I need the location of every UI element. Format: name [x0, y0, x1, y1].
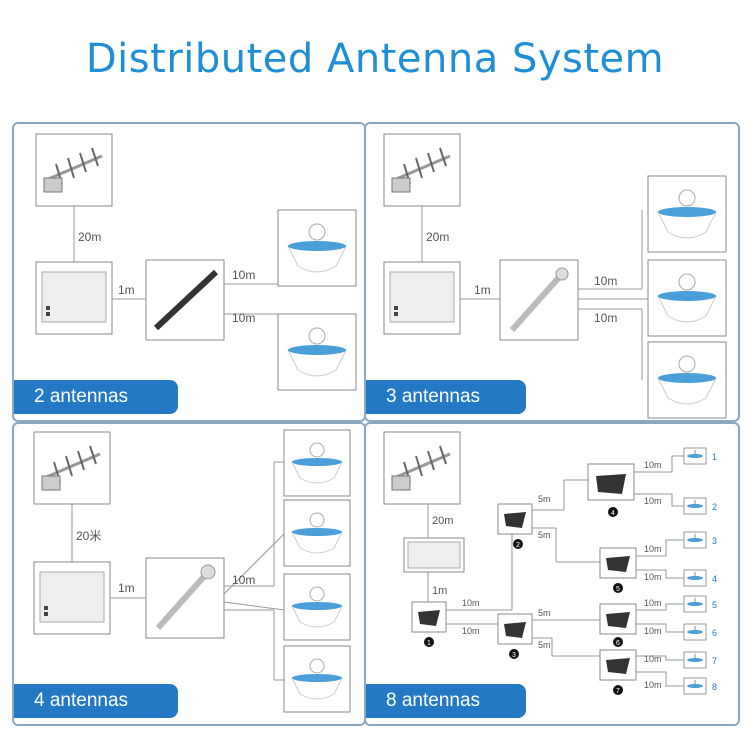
cable-branch-label: 10m	[644, 496, 662, 506]
ceiling-antenna-icon	[647, 175, 727, 253]
ceiling-antenna-icon	[283, 499, 351, 567]
outdoor-antenna-icon	[383, 431, 461, 505]
cable-branch-label: 10m	[232, 573, 255, 587]
cable-branch-label: 10m	[644, 680, 662, 690]
ceiling-antenna-icon	[683, 595, 707, 613]
cable-branch-label: 10m	[644, 572, 662, 582]
cable-outdoor-label: 20m	[432, 515, 453, 527]
cable-branch-label-2: 10m	[594, 311, 617, 325]
antenna-number: 5	[712, 600, 717, 610]
splitter-icon	[145, 259, 225, 341]
diagram-8-antennas: 20m 1m 10m 10m	[383, 431, 717, 695]
splitter-number: 3	[512, 652, 516, 659]
outdoor-antenna-icon	[35, 133, 113, 207]
splitter-number: 6	[616, 640, 620, 647]
splitter-number-marker: 5	[613, 583, 623, 593]
splitter-number-marker: 2	[513, 539, 523, 549]
outdoor-antenna-icon	[383, 133, 461, 207]
ceiling-antenna-icon	[683, 569, 707, 587]
ceiling-antenna-icon	[683, 677, 707, 695]
splitter-number: 4	[611, 510, 615, 517]
cable-trunk-label-1: 10m	[462, 598, 480, 608]
antenna-group: 1 2 3 4 5 6 7 8	[683, 447, 717, 695]
cable-branch-label: 10m	[644, 654, 662, 664]
cable-branch-label-1: 10m	[594, 274, 617, 288]
diagram-2-antennas: 20m 1m 10m 10m	[35, 133, 357, 391]
splitter-icon	[499, 259, 579, 341]
panel-4-antennas: 20米 1m 10m	[12, 422, 366, 726]
cable-mid-label-2: 5m	[538, 530, 551, 540]
ceiling-antenna-icon	[683, 447, 707, 465]
splitter-1-icon	[411, 601, 447, 633]
cable-branch-label: 10m	[644, 626, 662, 636]
cable-mid-label-3: 5m	[538, 608, 551, 618]
antenna-number: 2	[712, 502, 717, 512]
cable-branch-label-2: 10m	[232, 311, 255, 325]
splitter-4-icon	[587, 463, 635, 501]
splitter-number-marker: 1	[424, 637, 434, 647]
ceiling-antenna-icon	[683, 623, 707, 641]
splitter-number: 7	[616, 688, 620, 695]
splitter-5-icon	[599, 547, 637, 579]
diagram-3-antennas: 20m 1m 10m 10m	[383, 133, 727, 419]
cable-branch-label: 10m	[644, 544, 662, 554]
outdoor-antenna-icon	[33, 431, 111, 505]
repeater-icon	[383, 261, 461, 335]
panel-3-antennas: 20m 1m 10m 10m	[364, 122, 740, 422]
antenna-count-badge: 2 antennas	[14, 380, 178, 414]
antenna-count-badge: 3 antennas	[366, 380, 526, 414]
ceiling-antenna-icon	[647, 341, 727, 419]
repeater-icon	[35, 261, 113, 335]
cable-outdoor-label: 20m	[426, 230, 449, 244]
splitter-number: 5	[616, 586, 620, 593]
splitter-number-marker: 6	[613, 637, 623, 647]
ceiling-antenna-icon	[283, 645, 351, 713]
antenna-count-badge: 4 antennas	[14, 684, 178, 718]
splitter-7-icon	[599, 649, 637, 681]
splitter-number: 2	[516, 542, 520, 549]
repeater-icon	[403, 537, 465, 573]
antenna-number: 8	[712, 682, 717, 692]
cable-branch-label-1: 10m	[232, 268, 255, 282]
antenna-number: 7	[712, 656, 717, 666]
antenna-number: 1	[712, 452, 717, 462]
splitter-3-icon	[497, 613, 533, 645]
antenna-count-badge: 8 antennas	[366, 684, 526, 718]
cable-feed-label: 1m	[118, 283, 135, 297]
cable-trunk-label-2: 10m	[462, 626, 480, 636]
cable-feed-label: 1m	[432, 585, 447, 597]
panel-2-antennas: 20m 1m 10m 10m	[12, 122, 366, 422]
cable-outdoor-label: 20m	[78, 230, 101, 244]
cable-branch-label: 10m	[644, 460, 662, 470]
antenna-number: 3	[712, 536, 717, 546]
antenna-number: 6	[712, 628, 717, 638]
cable-feed-label: 1m	[474, 283, 491, 297]
ceiling-antenna-icon	[283, 573, 351, 641]
ceiling-antenna-icon	[277, 209, 357, 287]
antenna-number: 4	[712, 574, 717, 584]
splitter-number: 1	[427, 640, 431, 647]
ceiling-antenna-icon	[683, 651, 707, 669]
cable-mid-label-1: 5m	[538, 494, 551, 504]
ceiling-antenna-icon	[283, 429, 351, 497]
panel-8-antennas: 20m 1m 10m 10m	[364, 422, 740, 726]
ceiling-antenna-icon	[683, 531, 707, 549]
page-title: Distributed Antenna System	[85, 36, 665, 82]
diagram-4-antennas: 20米 1m 10m	[33, 429, 351, 713]
splitter-number-marker: 7	[613, 685, 623, 695]
ceiling-antenna-icon	[683, 497, 707, 515]
splitter-icon	[145, 557, 225, 639]
cable-outdoor-label: 20米	[76, 529, 101, 543]
ceiling-antenna-icon	[277, 313, 357, 391]
splitter-number-marker: 4	[608, 507, 618, 517]
repeater-icon	[33, 561, 111, 635]
splitter-number-marker: 3	[509, 649, 519, 659]
splitter-2-icon	[497, 503, 533, 535]
splitter-6-icon	[599, 603, 637, 635]
cable-branch-label: 10m	[644, 598, 662, 608]
ceiling-antenna-icon	[647, 259, 727, 337]
cable-mid-label-4: 5m	[538, 640, 551, 650]
cable-feed-label: 1m	[118, 581, 135, 595]
